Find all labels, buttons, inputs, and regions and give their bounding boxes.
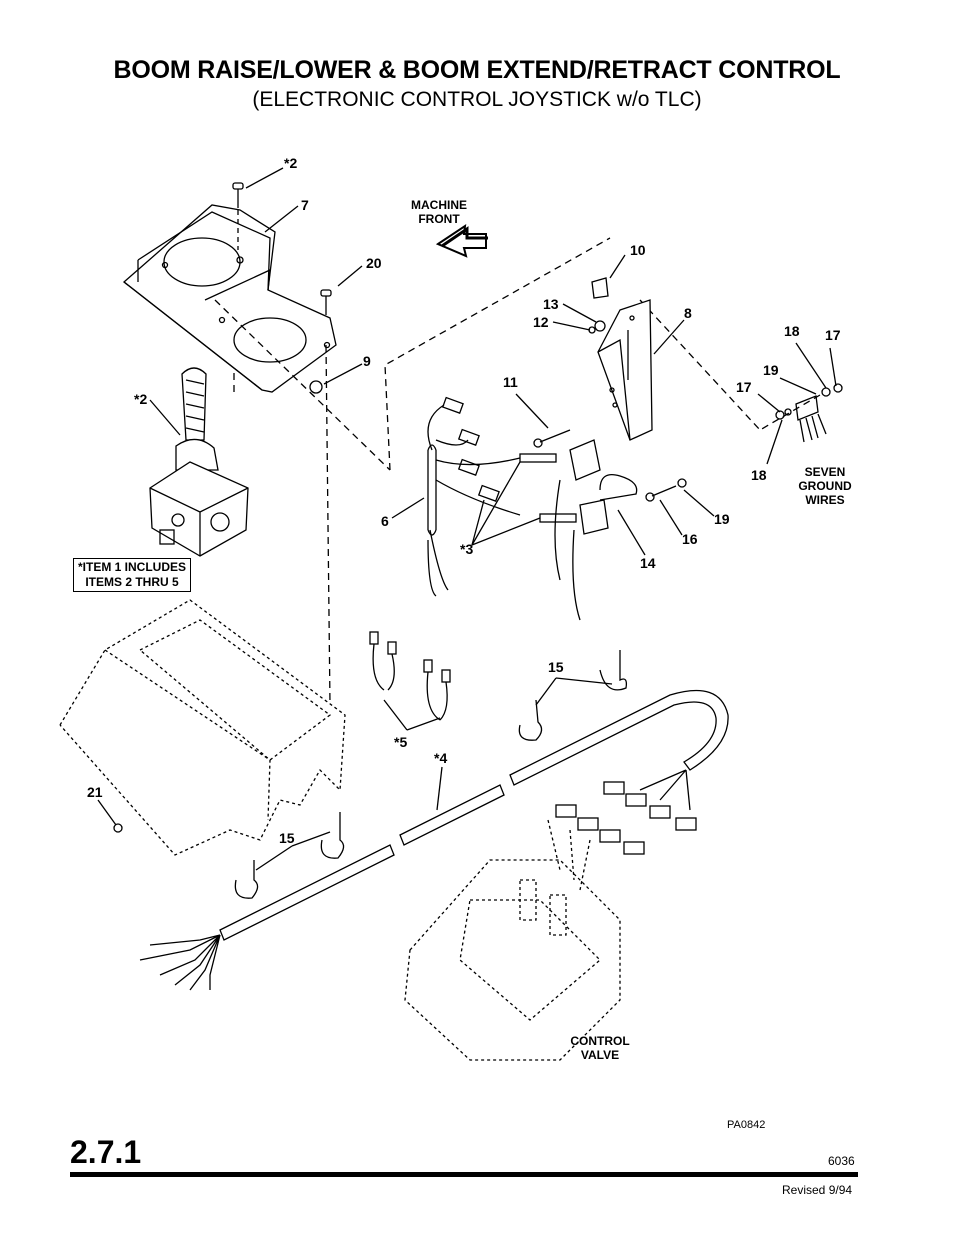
- section-number: 2.7.1: [70, 1134, 142, 1170]
- main-cable: [139, 689, 729, 991]
- callout-17-a: 17: [736, 379, 752, 395]
- callout-8: 8: [684, 305, 692, 321]
- wiring-harness: [427, 396, 609, 621]
- bolt-top: [232, 182, 244, 250]
- page-number: 6036: [828, 1154, 855, 1168]
- nut-9: [309, 380, 323, 394]
- bolt-11: [533, 429, 571, 448]
- callout-5: *5: [394, 734, 408, 750]
- callout-15-a: 15: [548, 659, 564, 675]
- machine-front-arrow: [435, 223, 488, 258]
- callout-19-b: 19: [763, 362, 779, 378]
- callout-4: *4: [434, 750, 448, 766]
- callout-18-b: 18: [784, 323, 800, 339]
- callout-19-a: 19: [714, 511, 730, 527]
- callout-10: 10: [630, 242, 646, 258]
- bolt-16: [645, 478, 687, 502]
- control-box: [59, 599, 346, 856]
- callout-9: 9: [363, 353, 371, 369]
- assembly-lines: [214, 237, 821, 706]
- callout-18-a: 18: [751, 467, 767, 483]
- callout-7: 7: [301, 197, 309, 213]
- callout-3: *3: [460, 541, 474, 557]
- machine-front-label: MACHINE FRONT: [411, 198, 467, 226]
- control-valve-label: CONTROL VALVE: [570, 1034, 630, 1062]
- jumper-wires: [369, 631, 451, 721]
- callout-15-b: 15: [279, 830, 295, 846]
- callout-14: 14: [640, 555, 656, 571]
- callout-20: 20: [366, 255, 382, 271]
- footer-rule: [70, 1172, 858, 1177]
- callout-13: 13: [543, 296, 559, 312]
- u-bolt-14: [599, 473, 638, 501]
- page-title: BOOM RAISE/LOWER & BOOM EXTEND/RETRACT C…: [113, 56, 841, 84]
- valve-connectors: [555, 804, 645, 855]
- callout-2-top: *2: [284, 155, 298, 171]
- ground-wires-hardware: [775, 383, 843, 443]
- cable-clamps: [234, 650, 628, 899]
- callout-21: 21: [87, 784, 103, 800]
- callout-6: 6: [381, 513, 389, 529]
- clip-10: [591, 277, 609, 299]
- control-valve: [404, 819, 621, 1061]
- screw-21: [113, 823, 123, 833]
- drawing-code: PA0842: [727, 1119, 766, 1131]
- leader-lines: [97, 167, 837, 871]
- callout-16: 16: [682, 531, 698, 547]
- callout-11: 11: [503, 374, 518, 390]
- seven-ground-wires-label: SEVEN GROUND WIRES: [798, 465, 852, 507]
- callout-17-b: 17: [825, 327, 841, 343]
- mounting-bracket: [122, 204, 337, 393]
- bolt-20: [320, 289, 332, 315]
- item-note-box: *ITEM 1 INCLUDES ITEMS 2 THRU 5: [73, 558, 191, 592]
- switch-bracket: [597, 299, 653, 441]
- revision-date: Revised 9/94: [782, 1183, 853, 1197]
- callout-12: 12: [533, 314, 549, 330]
- washer-12-13: [588, 320, 606, 334]
- joystick: [149, 367, 249, 557]
- page-subtitle: (ELECTRONIC CONTROL JOYSTICK w/o TLC): [252, 88, 702, 111]
- callout-2-left: *2: [134, 391, 148, 407]
